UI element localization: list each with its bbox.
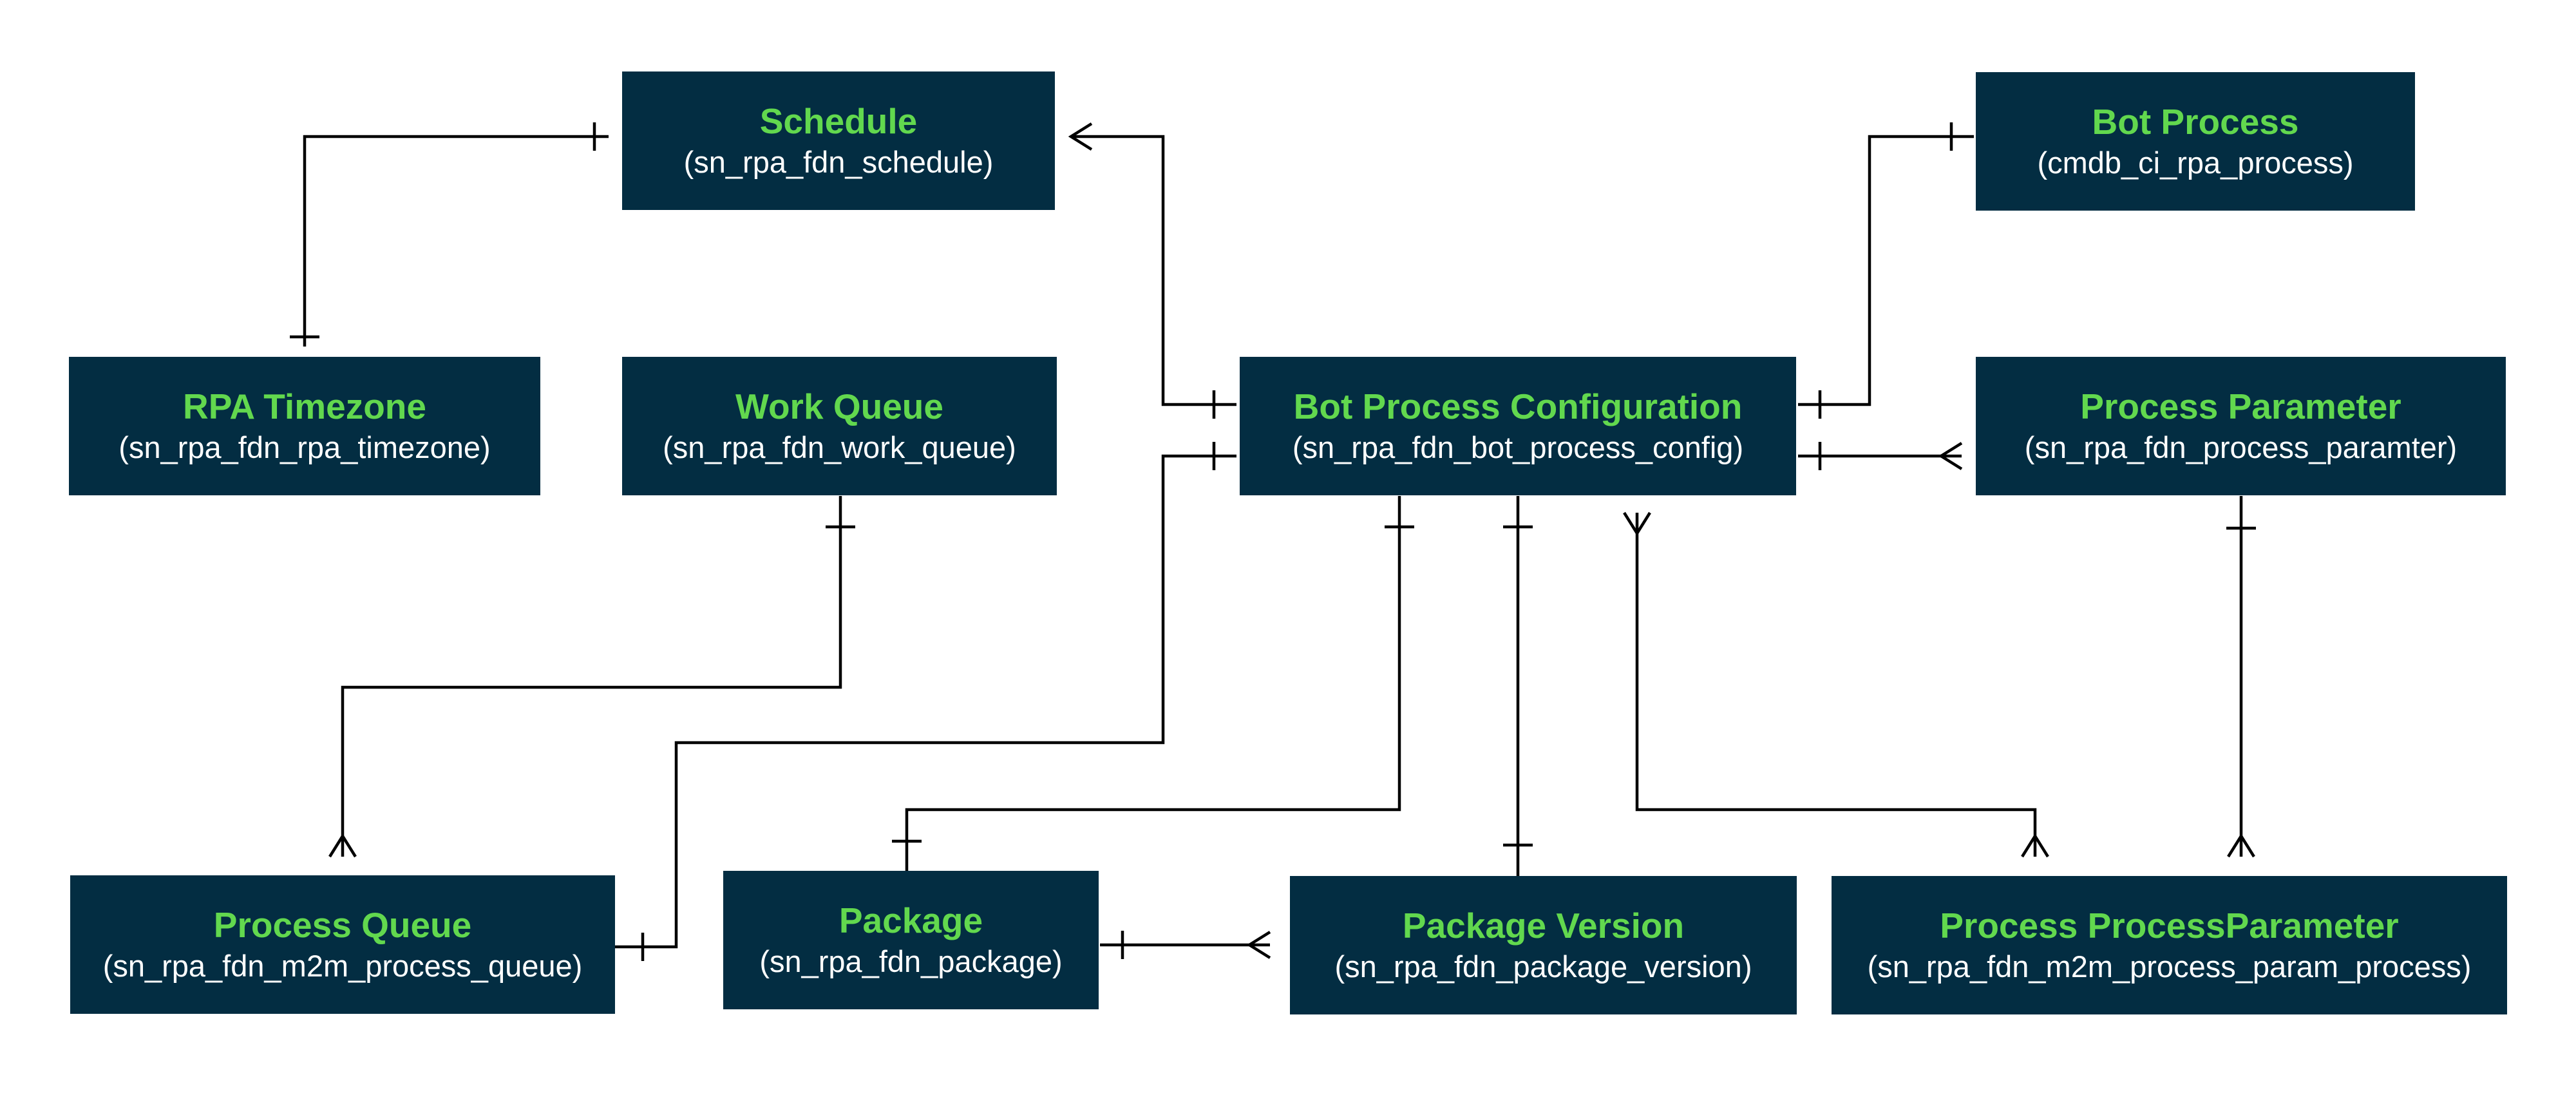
entity-table-name: (sn_rpa_fdn_package)	[759, 944, 1063, 978]
many-marker	[1623, 511, 1651, 537]
entity-table-name: (cmdb_ci_rpa_process)	[2037, 145, 2354, 180]
connector-config-botprocess	[1798, 122, 1974, 419]
connector-line	[303, 135, 609, 347]
entity-table-name: (sn_rpa_fdn_m2m_process_queue)	[102, 948, 583, 983]
connector-line	[341, 496, 842, 857]
connector-parameter-processprocessparameter	[2226, 496, 2256, 858]
many-marker	[2021, 833, 2049, 858]
connector-config-processprocessparameter	[1623, 511, 2049, 858]
connector-package-packageversion	[1100, 931, 1271, 959]
entity-process-queue: Process Queue (sn_rpa_fdn_m2m_process_qu…	[70, 875, 615, 1014]
entity-process-parameter: Process Parameter (sn_rpa_fdn_process_pa…	[1976, 357, 2506, 495]
entity-bot-process: Bot Process (cmdb_ci_rpa_process)	[1976, 72, 2415, 211]
entity-title: Schedule	[759, 100, 918, 141]
entity-title: Bot Process Configuration	[1293, 386, 1743, 426]
many-marker	[1068, 122, 1093, 151]
connector-config-parameter	[1798, 442, 1963, 470]
entity-table-name: (sn_rpa_fdn_bot_process_config)	[1292, 430, 1744, 464]
entity-title: Process Parameter	[2080, 386, 2401, 426]
entity-table-name: (sn_rpa_fdn_rpa_timezone)	[118, 430, 491, 464]
many-marker	[2227, 833, 2255, 858]
connector-schedule-config	[1068, 122, 1236, 419]
entity-bot-process-configuration: Bot Process Configuration (sn_rpa_fdn_bo…	[1240, 357, 1796, 495]
connector-line	[1798, 135, 1974, 406]
entity-title: Process Queue	[213, 904, 472, 945]
entity-table-name: (sn_rpa_fdn_work_queue)	[663, 430, 1016, 464]
connector-processqueue-config	[615, 442, 1236, 961]
entity-table-name: (sn_rpa_fdn_package_version)	[1334, 949, 1752, 984]
connector-line	[905, 496, 1401, 871]
entity-rpa-timezone: RPA Timezone (sn_rpa_fdn_rpa_timezone)	[69, 357, 540, 495]
connector-line	[1635, 513, 2037, 857]
connector-config-package	[892, 496, 1414, 871]
entity-title: Bot Process	[2092, 101, 2299, 142]
entity-title: RPA Timezone	[183, 386, 426, 426]
entity-work-queue: Work Queue (sn_rpa_fdn_work_queue)	[622, 357, 1057, 495]
entity-table-name: (sn_rpa_fdn_schedule)	[683, 144, 994, 179]
many-marker	[1246, 931, 1271, 959]
entity-title: Process ProcessParameter	[1940, 905, 2399, 946]
entity-package-version: Package Version (sn_rpa_fdn_package_vers…	[1290, 876, 1797, 1014]
many-marker	[328, 833, 357, 858]
connector-line	[1071, 135, 1236, 406]
entity-table-name: (sn_rpa_fdn_m2m_process_param_process)	[1867, 949, 2472, 984]
entity-schedule: Schedule (sn_rpa_fdn_schedule)	[622, 71, 1055, 210]
entity-title: Package Version	[1402, 905, 1685, 946]
connector-config-packageversion	[1503, 496, 1533, 876]
entity-table-name: (sn_rpa_fdn_process_paramter)	[2024, 430, 2458, 464]
entity-package: Package (sn_rpa_fdn_package)	[723, 871, 1099, 1009]
connector-workqueue-processqueue	[328, 496, 855, 858]
connector-timezone-schedule	[290, 122, 609, 347]
connector-line	[615, 454, 1236, 949]
entity-process-processparameter: Process ProcessParameter (sn_rpa_fdn_m2m…	[1832, 876, 2507, 1014]
entity-title: Work Queue	[735, 386, 943, 426]
entity-title: Package	[838, 900, 983, 940]
many-marker	[1938, 442, 1963, 470]
